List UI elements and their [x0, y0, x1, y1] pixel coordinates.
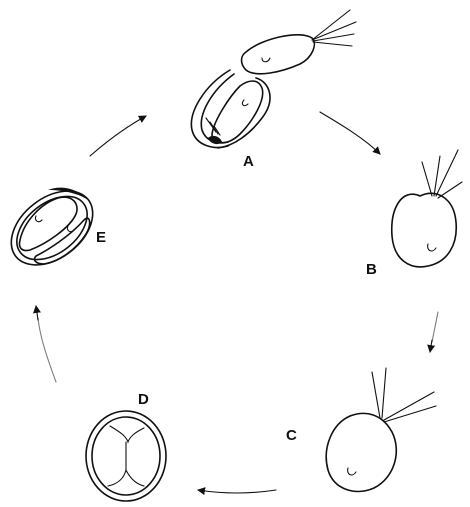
arrow-b-to-c — [430, 340, 432, 352]
arrow-d-to-e — [36, 306, 38, 320]
stage-c-illustration: C — [286, 368, 436, 491]
stage-b-illustration: B — [366, 150, 462, 278]
stage-e-illustration: E — [0, 176, 107, 280]
stage-d-illustration: D — [86, 391, 166, 501]
arrow-e-to-a — [90, 116, 146, 156]
stage-a-opening-cyst — [191, 70, 270, 148]
stage-c-label: C — [286, 427, 297, 444]
stage-a-label: A — [243, 153, 254, 170]
arrow-c-to-d — [198, 490, 276, 493]
stage-e-label: E — [96, 229, 106, 246]
arrow-a-to-b — [320, 112, 380, 154]
stage-d-label: D — [138, 391, 149, 408]
arrow-b-to-c-stem — [432, 312, 438, 342]
stage-a-released-cell — [242, 10, 357, 74]
stage-b-label: B — [366, 261, 377, 278]
stage-a-illustration: A — [191, 10, 356, 170]
arrow-d-to-e-stem — [38, 318, 56, 382]
